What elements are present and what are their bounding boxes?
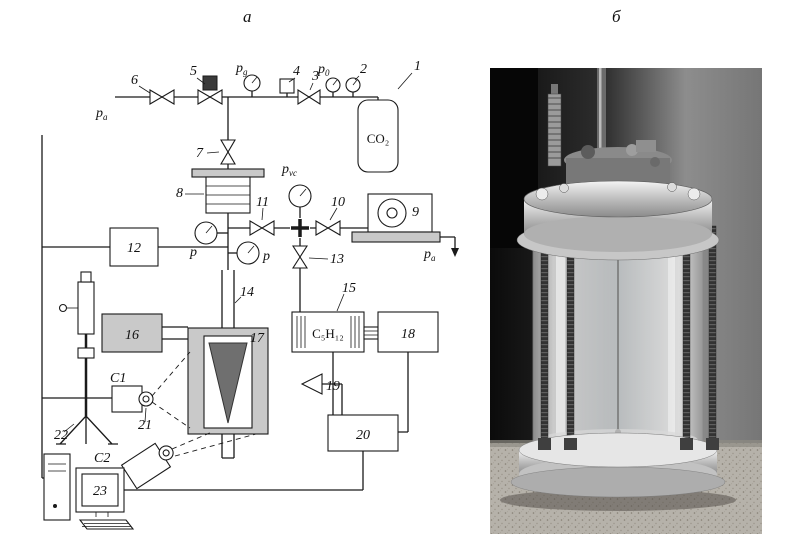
pvc-p: p — [281, 162, 289, 177]
label-5: 5 — [190, 64, 197, 79]
apparatus-spring-unit — [547, 84, 562, 167]
label-15: 15 — [342, 281, 356, 296]
camera-c1: C1 — [110, 371, 154, 413]
label-17: 17 — [250, 331, 265, 346]
stand-22 — [56, 271, 118, 445]
regulator-2 — [345, 77, 361, 97]
monitor-screen — [81, 473, 119, 507]
label-14: 14 — [240, 285, 254, 300]
photo-panel — [490, 68, 762, 534]
panel-a-label: а — [243, 7, 252, 26]
label-12: 12 — [127, 241, 141, 256]
pa-exhaust-label: pa — [423, 247, 436, 263]
camera-view-rays — [151, 351, 257, 457]
label-11: 11 — [256, 195, 269, 210]
camera-c2 — [120, 442, 174, 490]
label-9: 9 — [412, 205, 419, 220]
label-13: 13 — [330, 252, 344, 267]
vacuum-pump-9: 9 — [351, 193, 441, 243]
camera-c2-label: C2 — [94, 451, 110, 466]
rod-nut-4 — [706, 438, 719, 450]
rod-nut-1 — [538, 438, 551, 450]
p-gauge-right-label: p — [262, 249, 270, 264]
control-box-20: 20 — [327, 414, 399, 452]
glass-highlight-right — [668, 240, 675, 448]
top-rod-highlight — [599, 68, 602, 170]
valve-13 — [291, 245, 309, 269]
co2-cylinder: CO₂ — [357, 99, 399, 173]
p-gauge-left-label: p — [189, 245, 197, 260]
pvc-label: pvc — [281, 162, 297, 178]
pa-left-sub: a — [103, 112, 108, 122]
pg-label: pg — [235, 61, 248, 77]
pvc-sub: vc — [289, 168, 297, 178]
label-20: 20 — [356, 428, 370, 443]
shutoff-valve-3 — [297, 88, 321, 106]
valve-10 — [315, 220, 341, 236]
pa-exh-sub: a — [431, 253, 436, 263]
label-22: 22 — [54, 428, 68, 443]
pressure-gauge-p0 — [325, 77, 341, 97]
label-4: 4 — [293, 64, 300, 79]
pentane-vessel-15: C₅H₁₂ — [291, 311, 365, 353]
pa-left-label: pa — [95, 106, 108, 122]
label-6: 6 — [131, 73, 138, 88]
controller-box-12: 12 — [109, 227, 159, 267]
exhaust-arrow — [451, 248, 459, 257]
label-21: 21 — [138, 418, 152, 433]
cross-fitting — [291, 219, 309, 237]
bellows-unit-8 — [191, 168, 265, 214]
label-8: 8 — [176, 186, 183, 201]
pressure-gauge-pvc — [288, 184, 312, 208]
heater-box-16: 16 — [101, 313, 163, 353]
computer-tower — [43, 453, 71, 521]
label-2: 2 — [360, 62, 367, 77]
co2-label: CO₂ — [367, 131, 390, 146]
apparatus-top-flange — [516, 180, 720, 261]
pentane-label: C₅H₁₂ — [312, 326, 344, 341]
pg-p: p — [235, 61, 243, 76]
label-1: 1 — [414, 59, 421, 74]
label-19: 19 — [326, 379, 340, 394]
chamber-17 — [187, 327, 269, 435]
p-right: p — [262, 249, 270, 264]
p0-sub: 0 — [325, 68, 330, 78]
label-18: 18 — [401, 327, 415, 342]
pressure-gauge-left — [194, 221, 228, 245]
leader-lines — [63, 72, 413, 433]
pa-left-p: p — [95, 106, 103, 121]
computer-23: 23 — [43, 453, 135, 530]
panel-b-label: б — [612, 7, 621, 26]
p0-p: p — [317, 62, 325, 77]
safety-valve-4 — [279, 78, 295, 97]
shutoff-valve-6 — [149, 89, 175, 105]
label-3: 3 — [311, 69, 319, 84]
p0-label: p0 — [317, 62, 330, 78]
solenoid-valve-5 — [197, 75, 223, 105]
rod-nut-2 — [564, 438, 577, 450]
label-7: 7 — [196, 146, 204, 161]
pipes-and-signal-lines — [41, 96, 456, 491]
pressure-gauge-right — [228, 241, 260, 265]
p-left: p — [189, 245, 197, 260]
label-10: 10 — [331, 195, 345, 210]
camera-c1-label: C1 — [110, 371, 126, 386]
light-source-19 — [300, 373, 323, 395]
rod-nut-3 — [680, 438, 693, 450]
valve-7 — [220, 139, 236, 165]
keyboard — [78, 519, 135, 530]
valve-11 — [249, 220, 275, 236]
label-23: 23 — [93, 484, 107, 499]
coupler-15-18 — [363, 326, 379, 340]
pa-exh-p: p — [423, 247, 431, 262]
label-16: 16 — [125, 328, 139, 343]
apparatus-bottom-flange — [510, 432, 726, 498]
thermostat-box-18: 18 — [377, 311, 439, 353]
glass-highlight-left — [556, 240, 565, 448]
pressure-gauge-pg — [243, 74, 261, 97]
inner-cone — [208, 342, 248, 424]
schematic-panel: CO₂ 12 — [41, 59, 459, 530]
pg-sub: g — [243, 67, 248, 77]
